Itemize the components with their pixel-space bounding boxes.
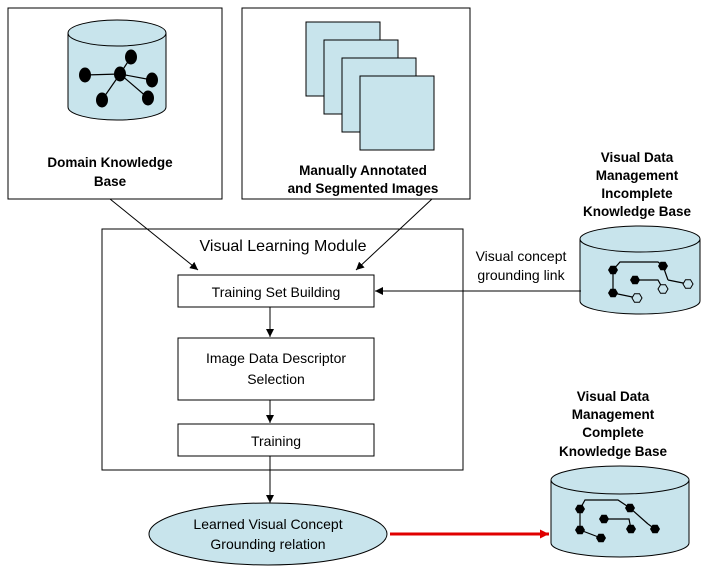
vdm-incomplete-line4: Knowledge Base xyxy=(583,204,692,219)
vdm-complete-line1: Visual Data xyxy=(577,389,650,404)
vdm-incomplete-line3: Incomplete xyxy=(601,186,673,201)
output-label-line1: Learned Visual Concept xyxy=(193,516,342,532)
descriptor-label-line2: Selection xyxy=(247,371,305,387)
arrow-domain-kb-to-training-set xyxy=(109,198,199,271)
arrow-images-to-training-set xyxy=(355,198,433,271)
training-set-building-box xyxy=(177,274,375,308)
images-label-line1: Manually Annotated xyxy=(299,163,427,178)
incomplete-kb-cylinder-icon xyxy=(579,225,701,315)
visual-learning-module: Visual Learning Module Training Set Buil… xyxy=(101,228,464,471)
vdm-complete-line3: Complete xyxy=(582,425,644,440)
domain-kb-label-line2: Base xyxy=(94,174,127,189)
images-label-line2: and Segmented Images xyxy=(288,181,439,196)
vdm-complete-line2: Management xyxy=(572,407,655,422)
training-box xyxy=(177,423,375,457)
vdm-complete-line4: Knowledge Base xyxy=(559,444,668,459)
output-label-line2: Grounding relation xyxy=(210,536,325,552)
grounding-link-line2: grounding link xyxy=(477,267,565,283)
domain-kb-label-line1: Domain Knowledge xyxy=(47,155,173,170)
complete-kb-cylinder-icon xyxy=(550,465,690,558)
grounding-link-label-bg xyxy=(464,243,576,283)
descriptor-label-line1: Image Data Descriptor xyxy=(206,350,346,366)
grounding-link-line1: Visual concept xyxy=(476,248,567,264)
training-set-building-label: Training Set Building xyxy=(212,284,341,300)
vdm-incomplete-label: Visual Data Management Incomplete Knowle… xyxy=(583,150,692,219)
descriptor-selection-box xyxy=(177,337,375,401)
training-label: Training xyxy=(251,433,301,449)
domain-cylinder-icon xyxy=(67,19,167,121)
learned-grounding-relation: Learned Visual Concept Grounding relatio… xyxy=(148,502,388,566)
vdm-incomplete-line2: Management xyxy=(596,168,679,183)
vdm-incomplete-line1: Visual Data xyxy=(601,150,674,165)
image-stack-icon xyxy=(305,21,435,151)
domain-knowledge-base-box: Domain Knowledge Base xyxy=(7,7,223,200)
annotated-images-box: Manually Annotated and Segmented Images xyxy=(241,7,471,200)
module-title: Visual Learning Module xyxy=(200,238,367,255)
vdm-complete-label: Visual Data Management Complete Knowledg… xyxy=(559,389,668,459)
